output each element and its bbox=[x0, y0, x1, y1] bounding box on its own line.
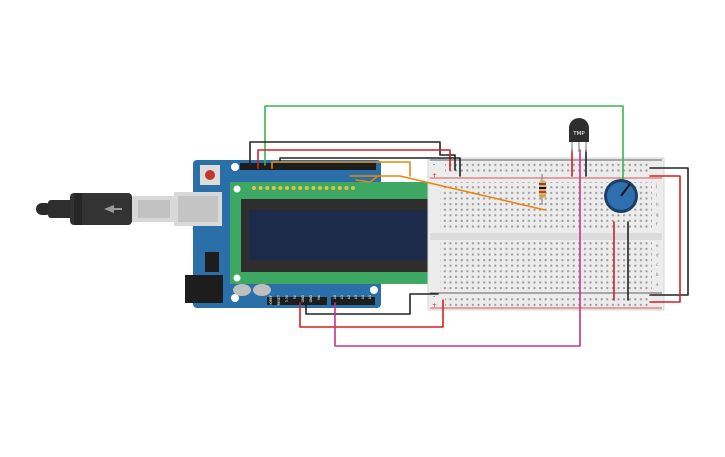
lcd-pin[interactable] bbox=[252, 186, 256, 190]
wire-orange[interactable] bbox=[355, 175, 379, 183]
digital-header[interactable] bbox=[240, 163, 376, 170]
analog-pin-label: A5 bbox=[368, 295, 372, 299]
lcd-16x2-display[interactable] bbox=[230, 182, 458, 284]
analog-pin-label: A3 bbox=[354, 295, 358, 299]
bottom-power-rails[interactable] bbox=[445, 295, 651, 307]
usb-icon bbox=[104, 205, 122, 213]
power-header[interactable] bbox=[267, 297, 327, 305]
row-letter: h bbox=[656, 202, 659, 207]
wire-black[interactable] bbox=[649, 167, 689, 296]
tmp-package bbox=[569, 118, 589, 142]
wire-green[interactable] bbox=[264, 105, 624, 191]
row-letter: i bbox=[656, 193, 657, 198]
wire-orange[interactable] bbox=[349, 175, 546, 211]
lcd-pin[interactable] bbox=[291, 186, 296, 190]
power-pin-label: 5V bbox=[293, 294, 297, 299]
wire-red[interactable] bbox=[257, 149, 451, 171]
row-letter: c bbox=[656, 262, 658, 267]
sensor-label: TMP bbox=[572, 131, 585, 137]
lcd-pin[interactable] bbox=[351, 186, 355, 190]
wire-magenta[interactable] bbox=[334, 149, 581, 347]
power-pin-label: GND bbox=[309, 294, 313, 302]
rail-plus-label: + bbox=[432, 172, 437, 179]
analog-header[interactable] bbox=[331, 297, 375, 305]
lcd-pin[interactable] bbox=[304, 186, 309, 190]
analog-pin-label: A1 bbox=[340, 295, 344, 299]
lcd-pin[interactable] bbox=[311, 186, 316, 190]
lcd-pin[interactable] bbox=[298, 186, 303, 190]
top-power-rails[interactable] bbox=[445, 163, 651, 175]
capacitor bbox=[253, 284, 271, 296]
usb-cable[interactable] bbox=[36, 193, 174, 225]
lcd-pin[interactable] bbox=[324, 186, 329, 190]
lcd-pin-row bbox=[252, 186, 355, 190]
power-pin-label: IOREF bbox=[269, 295, 273, 305]
resistor[interactable] bbox=[539, 174, 546, 205]
knob-indicator bbox=[620, 183, 631, 197]
wires bbox=[249, 105, 689, 347]
wire-red[interactable] bbox=[299, 299, 444, 328]
analog-pin-label: A0 bbox=[333, 295, 337, 299]
power-pin-label: RESET bbox=[277, 295, 281, 305]
lcd-pin[interactable] bbox=[344, 186, 349, 190]
power-pin-labels: IOREF RESET 3.3V 5V GND GND Vin bbox=[269, 294, 321, 305]
voltage-regulator bbox=[205, 252, 219, 272]
rail-plus-label: + bbox=[432, 302, 437, 309]
capacitor bbox=[233, 284, 251, 296]
row-letter: f bbox=[656, 221, 658, 226]
lcd-pin[interactable] bbox=[285, 186, 289, 190]
power-jack bbox=[185, 275, 223, 303]
analog-pin-label: A4 bbox=[361, 295, 365, 299]
terminal-strip-bottom[interactable] bbox=[440, 242, 652, 291]
wire-black[interactable] bbox=[279, 157, 461, 177]
power-pin-label: GND bbox=[301, 294, 305, 302]
wire-black[interactable] bbox=[305, 293, 439, 315]
lcd-pin[interactable] bbox=[271, 186, 276, 190]
lcd-pin[interactable] bbox=[337, 186, 342, 190]
row-letter: g bbox=[656, 212, 659, 217]
lcd-pin[interactable] bbox=[265, 186, 270, 190]
center-channel bbox=[430, 233, 662, 240]
lcd-pin[interactable] bbox=[278, 186, 283, 190]
row-letter: j bbox=[655, 183, 657, 188]
temperature-sensor[interactable]: TMP bbox=[569, 118, 589, 152]
power-pin-label: Vin bbox=[317, 295, 321, 300]
lcd-screen bbox=[249, 210, 437, 260]
row-letter: d bbox=[656, 253, 659, 258]
lcd-pin[interactable] bbox=[318, 186, 322, 190]
analog-pin-label: A2 bbox=[347, 295, 351, 299]
wire-orange[interactable] bbox=[271, 161, 411, 177]
potentiometer[interactable] bbox=[604, 179, 638, 213]
row-letter: e bbox=[656, 243, 659, 248]
lcd-pin[interactable] bbox=[258, 186, 263, 190]
power-pin-label: 3.3V bbox=[285, 294, 289, 302]
rail-minus-label: - bbox=[433, 161, 435, 168]
row-letter: b bbox=[656, 272, 659, 277]
wire-red[interactable] bbox=[649, 175, 681, 303]
rail-minus-label: - bbox=[433, 293, 435, 300]
lcd-pin[interactable] bbox=[331, 186, 336, 190]
row-letter: a bbox=[656, 281, 659, 286]
